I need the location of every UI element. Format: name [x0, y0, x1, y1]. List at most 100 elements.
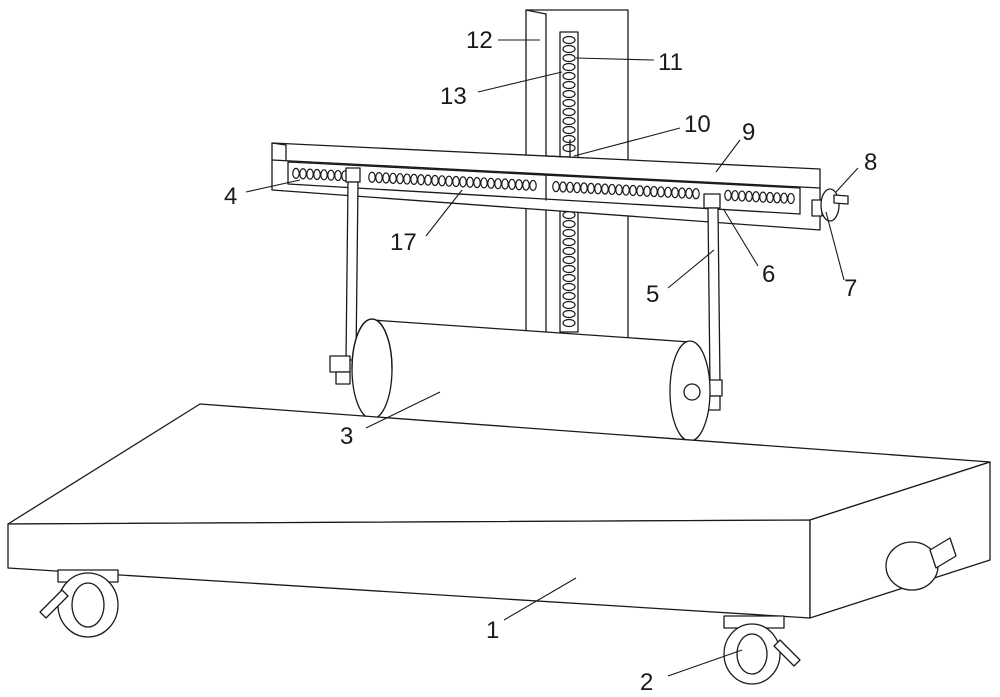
- screw-coil: [327, 169, 335, 181]
- screw-coil: [731, 190, 739, 202]
- label-10: 10: [684, 111, 711, 138]
- screw-coil: [622, 184, 630, 196]
- screw-coil: [573, 182, 581, 194]
- screw-coil: [562, 80, 576, 90]
- caster-back-right: [885, 537, 957, 591]
- screw-coil: [417, 174, 425, 186]
- screw-coil: [738, 190, 746, 202]
- screw-coil: [320, 169, 328, 181]
- screw-coil: [608, 183, 616, 196]
- screw-coil: [562, 255, 576, 265]
- screw-coil: [562, 89, 576, 99]
- screw-coil: [466, 176, 474, 188]
- screw-coil: [508, 178, 516, 190]
- screw-coil: [724, 189, 732, 201]
- screw-coil: [562, 219, 576, 229]
- screw-coil: [780, 192, 788, 204]
- hand-knob: [811, 188, 849, 222]
- screw-coil: [643, 185, 651, 197]
- leader-lines: [245, 39, 859, 677]
- screw-coil: [431, 174, 439, 187]
- screw-coil: [566, 181, 574, 193]
- screw-coil: [501, 178, 509, 190]
- vertical-screw: [562, 35, 576, 328]
- screw-coil: [445, 175, 453, 187]
- screw-coil: [650, 185, 658, 198]
- label-8: 8: [864, 149, 877, 176]
- label-3: 3: [340, 423, 353, 450]
- horizontal-screw: [292, 167, 795, 205]
- screw-coil: [562, 273, 576, 283]
- screw-coil: [334, 169, 342, 182]
- screw-coil: [306, 168, 314, 180]
- screw-coil: [480, 177, 488, 189]
- screw-coil: [389, 172, 397, 184]
- screw-coil: [562, 246, 576, 256]
- label-5: 5: [646, 281, 659, 308]
- screw-coil: [562, 98, 576, 108]
- label-12: 12: [466, 27, 493, 54]
- screw-coil: [299, 168, 307, 180]
- screw-coil: [552, 181, 560, 193]
- screw-coil: [562, 318, 576, 328]
- screw-coil: [562, 44, 576, 54]
- label-4: 4: [224, 183, 237, 210]
- screw-coil: [452, 175, 460, 188]
- screw-coil: [459, 176, 467, 188]
- screw-coil: [562, 309, 576, 319]
- screw-coil: [685, 187, 693, 199]
- screw-coil: [580, 182, 588, 194]
- label-6: 6: [762, 261, 775, 288]
- screw-coil: [515, 179, 523, 191]
- screw-coil: [487, 177, 495, 189]
- screw-coil: [562, 237, 576, 247]
- screw-coil: [313, 168, 321, 181]
- screw-coil: [636, 185, 644, 197]
- screw-coil: [375, 172, 383, 184]
- screw-coil: [615, 184, 623, 196]
- screw-coil: [562, 125, 576, 135]
- part-labels: 12 11 13 10 9 8 4 17 6 5 7 3 1 2: [224, 27, 877, 696]
- screw-coil: [529, 179, 537, 192]
- screw-coil: [601, 183, 609, 195]
- screw-coil: [562, 107, 576, 117]
- screw-coil: [438, 175, 446, 187]
- screw-coil: [562, 35, 576, 45]
- screw-coil: [587, 182, 595, 194]
- screw-coil: [562, 62, 576, 72]
- screw-coil: [562, 53, 576, 63]
- caster-front-right: [723, 615, 801, 685]
- screw-coil: [562, 71, 576, 81]
- screw-coil: [766, 191, 774, 204]
- screw-coil: [368, 171, 376, 183]
- screw-coil: [752, 191, 760, 203]
- left-hanging-arm: [329, 167, 361, 385]
- base-platform: [7, 403, 991, 619]
- screw-coil: [562, 264, 576, 274]
- caster-front-left: [39, 569, 119, 638]
- screw-coil: [657, 186, 665, 198]
- screw-coil: [759, 191, 767, 203]
- screw-coil: [473, 176, 481, 189]
- screw-coil: [562, 134, 576, 144]
- screw-coil: [424, 174, 432, 186]
- screw-coil: [787, 192, 795, 205]
- screw-coil: [773, 192, 781, 204]
- screw-coil: [594, 183, 602, 195]
- screw-coil: [671, 187, 679, 199]
- screw-coil: [692, 188, 700, 200]
- label-1: 1: [486, 617, 499, 644]
- screw-coil: [403, 173, 411, 185]
- screw-coil: [494, 178, 502, 190]
- label-17: 17: [390, 229, 417, 256]
- screw-coil: [382, 172, 390, 184]
- screw-coil: [522, 179, 530, 191]
- label-7: 7: [844, 275, 857, 302]
- screw-coil: [292, 167, 300, 180]
- screw-coil: [559, 181, 567, 193]
- screw-coil: [562, 291, 576, 301]
- screw-coil: [562, 228, 576, 238]
- label-11: 11: [658, 49, 683, 76]
- screw-coil: [562, 143, 576, 153]
